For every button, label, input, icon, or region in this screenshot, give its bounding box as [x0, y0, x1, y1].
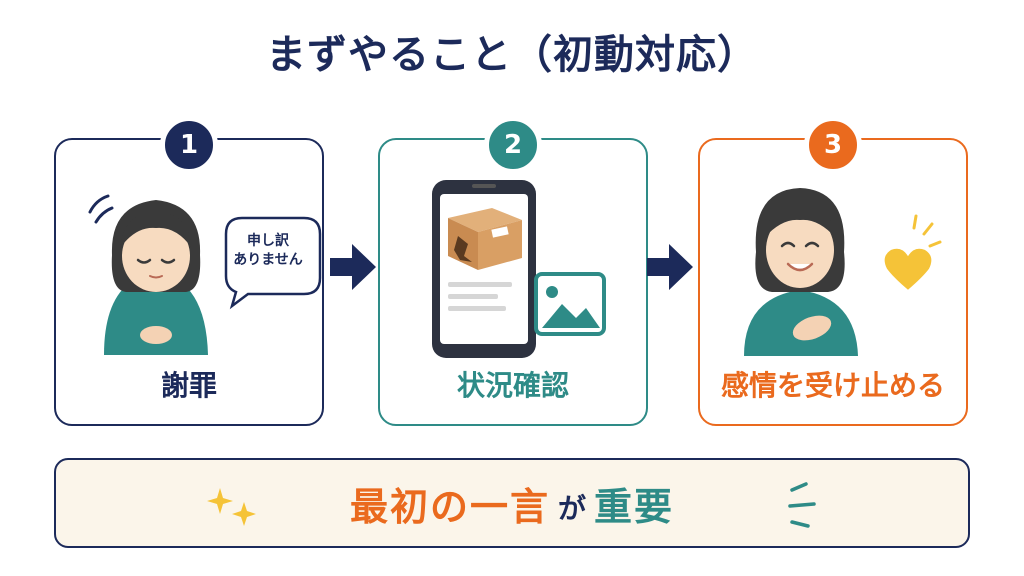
step-number-badge: 2 [484, 116, 542, 174]
sparkle-icon [207, 488, 256, 526]
emphasis-lines-icon [788, 482, 816, 528]
step-number-badge: 1 [160, 116, 218, 174]
smartphone-photo-illustration [432, 180, 606, 358]
step-label: 状況確認 [456, 369, 569, 402]
step-label: 謝罪 [160, 369, 217, 402]
step-label: 感情を受け止める [720, 369, 945, 402]
smiling-person-illustration [744, 188, 942, 356]
speech-bubble-text: 申し訳 ありません [233, 233, 303, 268]
step-card-accept-feelings: 3 感情を受け止める [698, 116, 968, 426]
page-title: まずやること（初動対応） [266, 32, 758, 78]
arrow-right-icon [647, 244, 693, 290]
key-message-banner: 最初の一言 が 重要 [54, 458, 970, 548]
arrow-right-icon [330, 244, 376, 290]
bowing-person-illustration [88, 194, 322, 355]
step-card-situation-check: 2 状況確認 [378, 116, 648, 426]
step-number-badge: 3 [804, 116, 862, 174]
key-message: 最初の一言 が 重要 [349, 484, 675, 529]
step-card-apology: 1 謝罪 [54, 116, 324, 426]
